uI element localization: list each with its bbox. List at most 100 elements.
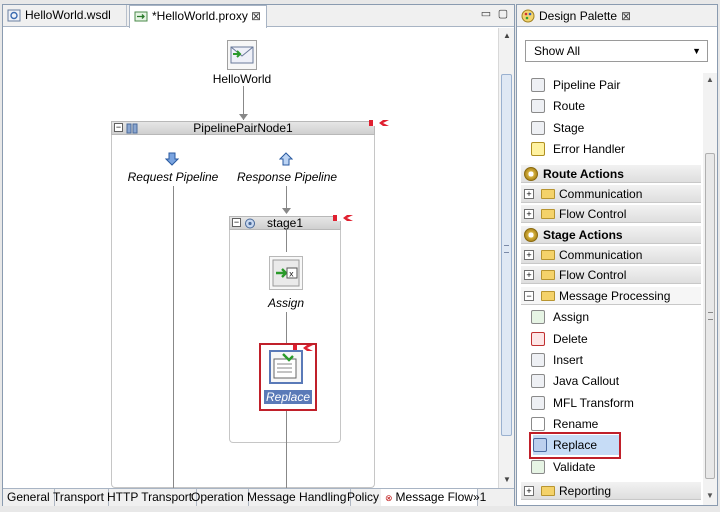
stage-label: stage1 — [266, 216, 304, 230]
proxy-file-icon — [134, 11, 148, 22]
arrow-down-icon — [282, 208, 291, 214]
stage-flow-control-folder[interactable]: +Flow Control — [521, 265, 701, 284]
flow-connector — [243, 86, 244, 120]
request-pipeline-label[interactable]: Request Pipeline — [127, 170, 219, 184]
route-actions-drawer[interactable]: Route Actions — [521, 164, 701, 183]
tab-general[interactable]: General — [3, 489, 55, 506]
flow-connector — [286, 186, 287, 212]
palette-item-stage[interactable]: Stage — [531, 118, 584, 138]
stage-icon — [531, 121, 545, 135]
palette-filter-select[interactable]: Show All▼ — [525, 40, 708, 62]
pipeline-pair-body — [111, 135, 375, 488]
chevron-down-icon[interactable]: ▼ — [692, 46, 701, 56]
replace-action-label[interactable]: Replace — [263, 390, 313, 404]
scroll-down-icon[interactable]: ▼ — [503, 475, 511, 484]
message-flow-canvas[interactable]: HelloWorld − PipelinePairNode1 Request P… — [3, 28, 498, 488]
expand-icon[interactable]: + — [524, 209, 534, 219]
message-processing-folder[interactable]: −Message Processing — [521, 286, 701, 305]
route-flow-control-folder[interactable]: +Flow Control — [521, 204, 701, 223]
stage-communication-folder[interactable]: +Communication — [521, 245, 701, 264]
collapse-icon[interactable]: − — [524, 291, 534, 301]
palette-item-rename[interactable]: Rename — [531, 414, 598, 434]
tab-transport[interactable]: Transport — [49, 489, 109, 506]
response-pipeline-icon — [279, 152, 293, 166]
folder-icon — [541, 486, 555, 496]
expand-icon[interactable]: + — [524, 189, 534, 199]
minimize-icon[interactable]: ▭ — [480, 8, 492, 20]
tab-policy[interactable]: Policy — [343, 489, 385, 506]
envelope-icon — [230, 46, 254, 64]
replace-icon — [533, 438, 547, 452]
design-palette: Design Palette⊠ Show All▼ Pipeline Pair … — [516, 4, 718, 506]
palette-item-route[interactable]: Route — [531, 96, 585, 116]
mfl-transform-icon — [531, 396, 545, 410]
arrow-down-icon — [239, 114, 248, 120]
palette-vertical-scrollbar[interactable]: ▲ ▼ — [703, 73, 717, 505]
replace-action-node[interactable] — [269, 350, 303, 384]
maximize-icon[interactable]: ▢ — [497, 8, 509, 20]
collapse-icon[interactable]: − — [232, 217, 241, 227]
palette-item-insert[interactable]: Insert — [531, 350, 583, 370]
palette-list: Pipeline Pair Route Stage Error Handler … — [521, 73, 701, 503]
pipeline-pair-icon — [531, 78, 545, 92]
scrollbar-thumb[interactable] — [501, 74, 512, 436]
flow-connector — [286, 230, 287, 252]
scroll-down-icon[interactable]: ▼ — [706, 491, 714, 500]
delete-icon — [531, 332, 545, 346]
pipeline-pair-label: PipelinePairNode1 — [193, 121, 293, 135]
palette-item-assign[interactable]: Assign — [531, 307, 589, 327]
selected-palette-outline — [529, 432, 621, 459]
stage-icon — [245, 218, 255, 229]
palette-item-java-callout[interactable]: Java Callout — [531, 371, 619, 391]
palette-item-pipeline-pair[interactable]: Pipeline Pair — [531, 75, 620, 95]
wsdl-file-icon — [7, 9, 21, 22]
stage-header[interactable]: − stage1 — [229, 216, 341, 230]
expand-icon[interactable]: + — [524, 250, 534, 260]
replace-action-icon — [273, 353, 297, 379]
assign-action-label[interactable]: Assign — [267, 296, 305, 310]
proxy-editor: HelloWorld.wsdl *HelloWorld.proxy ⊠ ▭ ▢ — [2, 4, 515, 506]
scrollbar-thumb[interactable] — [705, 153, 715, 479]
more-tabs-button[interactable]: »1 — [473, 490, 487, 504]
stage-actions-drawer[interactable]: Stage Actions — [521, 225, 701, 244]
rename-icon — [531, 417, 545, 431]
close-palette-icon[interactable]: ⊠ — [621, 9, 632, 23]
expand-icon[interactable]: + — [524, 486, 534, 496]
tab-helloworld-proxy[interactable]: *HelloWorld.proxy ⊠ — [129, 5, 267, 28]
scroll-up-icon[interactable]: ▲ — [706, 75, 714, 84]
selected-action-outline — [259, 343, 317, 411]
expand-icon[interactable]: + — [524, 270, 534, 280]
scroll-up-icon[interactable]: ▲ — [503, 31, 511, 40]
tab-helloworld-wsdl[interactable]: HelloWorld.wsdl — [3, 5, 127, 27]
gear-icon — [524, 228, 538, 242]
close-tab-icon[interactable]: ⊠ — [250, 9, 261, 23]
assign-action-icon: x — [272, 259, 300, 287]
flow-connector — [286, 411, 287, 488]
folder-icon — [541, 189, 555, 199]
reporting-folder[interactable]: +Reporting — [521, 481, 701, 500]
pipeline-pair-header[interactable]: − PipelinePairNode1 — [111, 121, 375, 135]
editor-vertical-scrollbar[interactable]: ▲ ▼ — [498, 28, 514, 488]
palette-item-error-handler[interactable]: Error Handler — [531, 139, 625, 159]
route-communication-folder[interactable]: +Communication — [521, 184, 701, 203]
palette-item-replace[interactable]: Replace — [533, 435, 619, 455]
assign-icon — [531, 310, 545, 324]
tab-message-handling[interactable]: Message Handling — [243, 489, 352, 506]
request-pipeline-icon — [165, 152, 179, 166]
palette-item-delete[interactable]: Delete — [531, 329, 588, 349]
assign-action-node[interactable]: x — [269, 256, 303, 290]
response-pipeline-label[interactable]: Response Pipeline — [237, 170, 338, 184]
tab-operation[interactable]: Operation — [187, 489, 249, 506]
collapse-icon[interactable]: − — [114, 122, 123, 132]
error-flag-icon — [369, 120, 389, 126]
palette-item-mfl-transform[interactable]: MFL Transform — [531, 393, 634, 413]
error-handler-icon — [531, 142, 545, 156]
tab-http-transport[interactable]: HTTP Transport — [103, 489, 198, 506]
tab-message-flow[interactable]: ⊗Message Flow — [381, 489, 478, 506]
palette-icon — [521, 9, 535, 23]
palette-item-validate[interactable]: Validate — [531, 457, 595, 477]
gear-icon — [524, 167, 538, 181]
folder-icon — [541, 209, 555, 219]
proxy-service-node[interactable] — [227, 40, 257, 70]
